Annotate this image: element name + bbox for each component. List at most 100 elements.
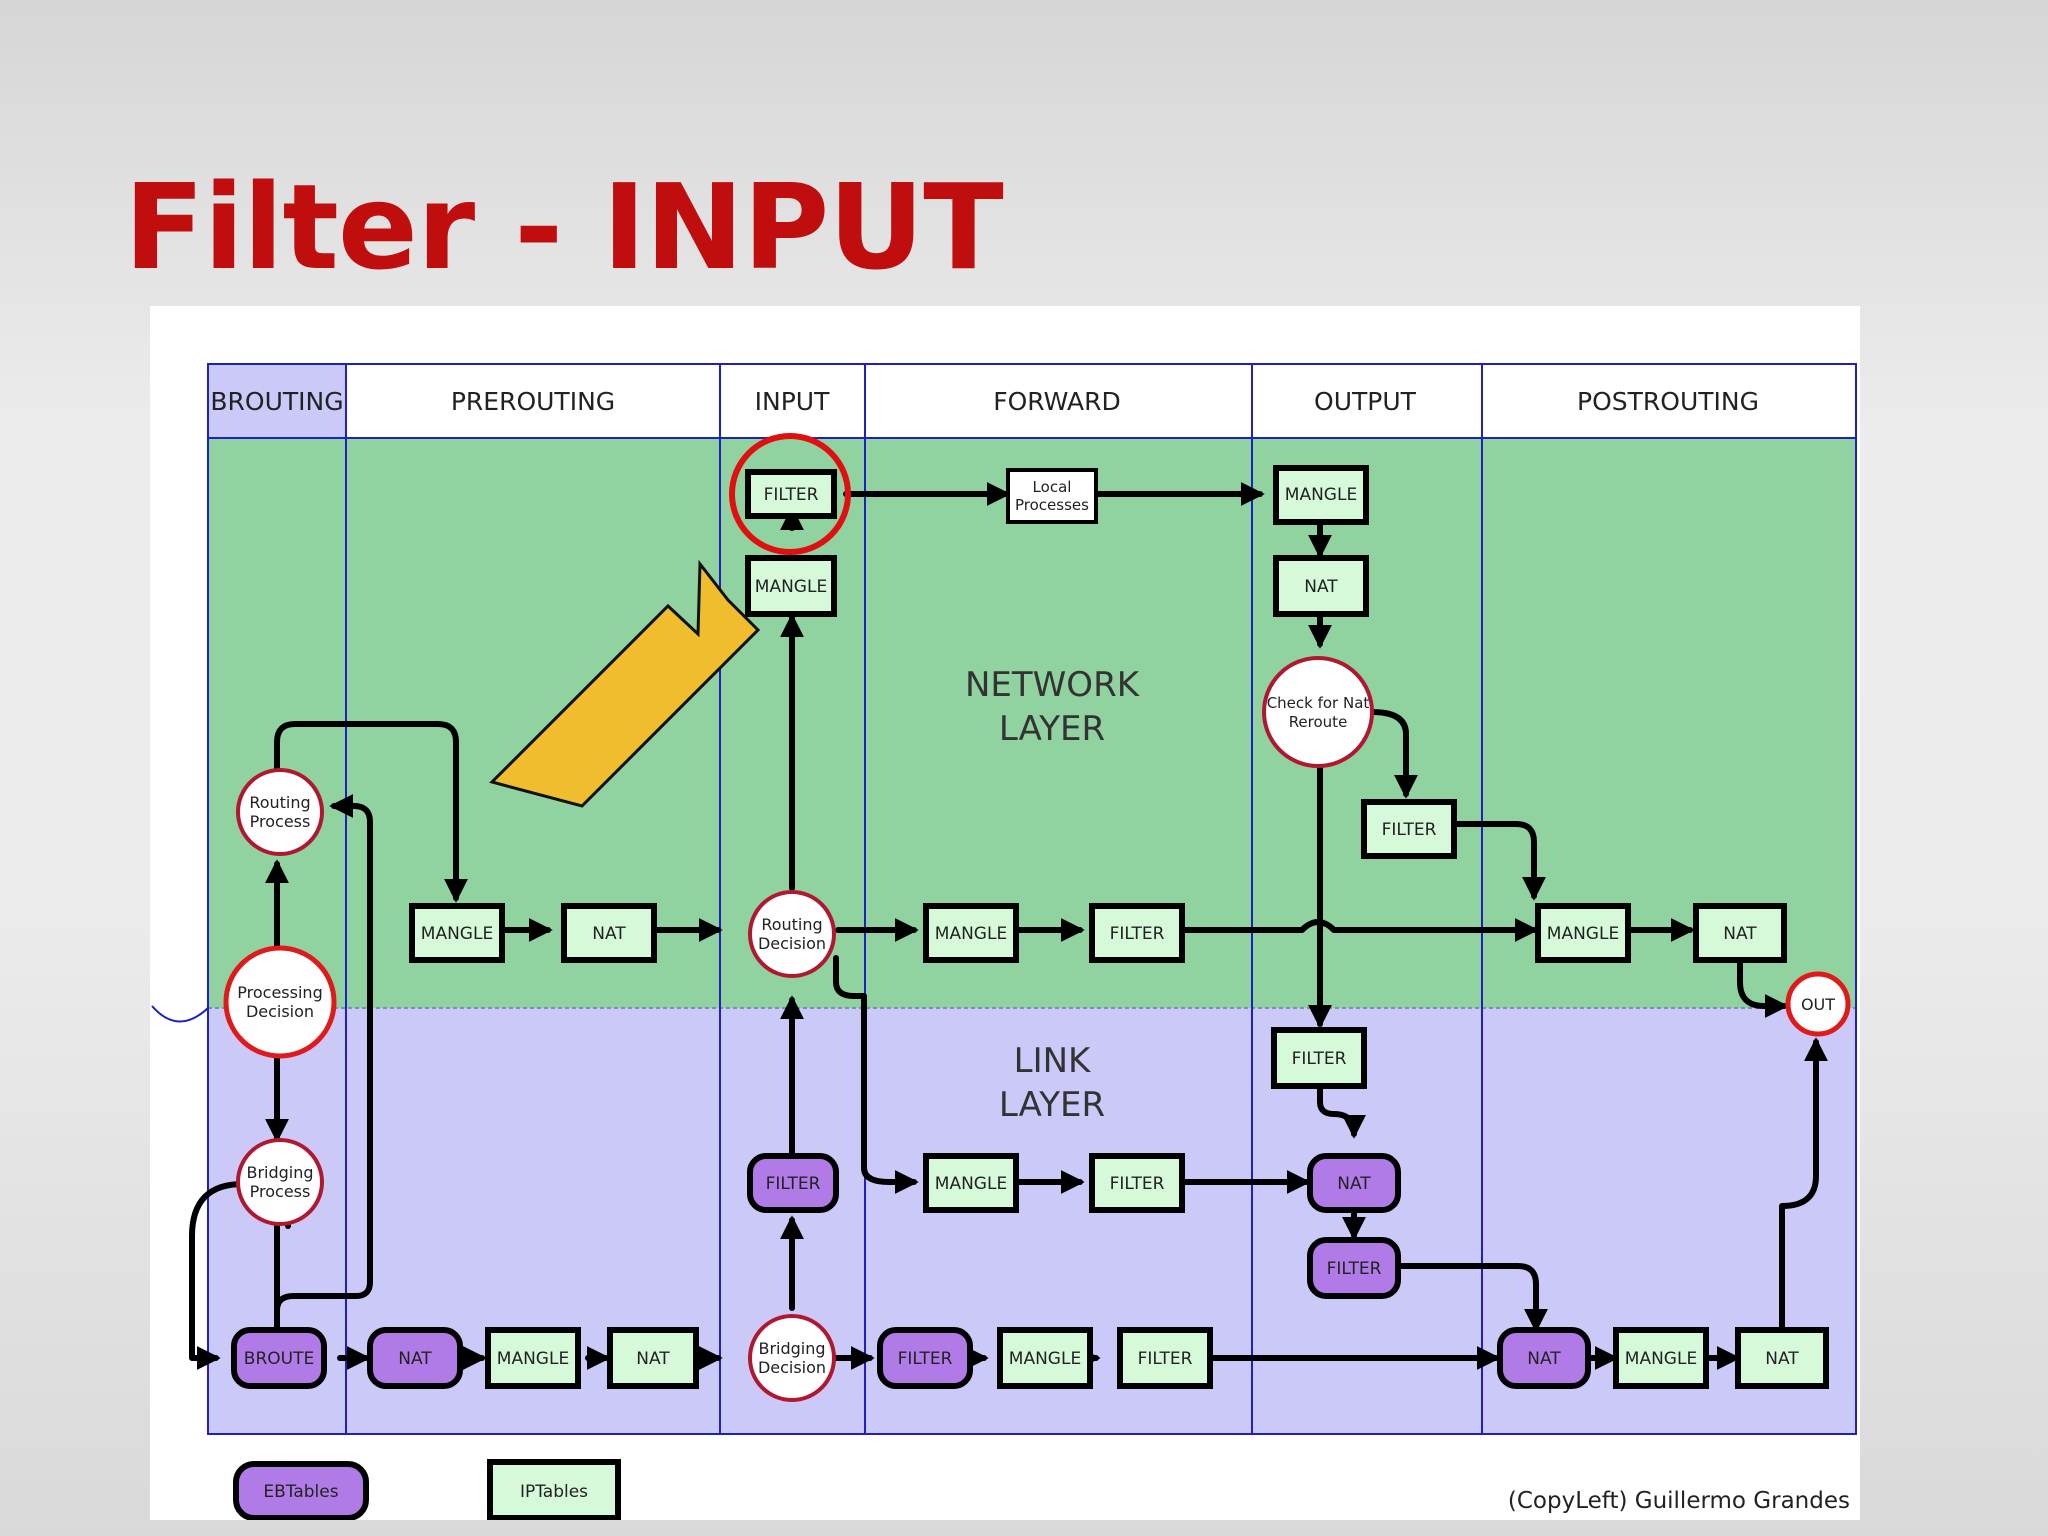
output-filter-box [1361, 799, 1457, 859]
lane-title-forward: FORWARD [993, 387, 1121, 416]
decorative-wave [151, 1005, 209, 1023]
bridging-decision-label-line2: Decision [758, 1358, 826, 1377]
flow-arrow [1449, 821, 1546, 901]
link-forward-filter-box [1089, 1153, 1185, 1213]
link-output-nat-box [1307, 1153, 1401, 1213]
forward-mangle-label: MANGLE [935, 924, 1007, 944]
output-filter-label: FILTER [1382, 820, 1437, 840]
input-filter-label: FILTER [764, 485, 819, 505]
link-layer-label-line1: LINK [1014, 1041, 1092, 1081]
highlight-circle [729, 433, 851, 555]
bridging-process-label-line2: Process [250, 1182, 311, 1201]
out-circle [1785, 971, 1851, 1037]
flow-arrow [274, 794, 373, 1335]
flow-arrow [833, 955, 919, 1194]
postrouting-nat-label: NAT [1723, 924, 1757, 944]
slide-title: Filter - INPUT [124, 158, 1004, 296]
bridging-decision-label-line1: Bridging [758, 1339, 825, 1358]
bridging-decision-circle [748, 1314, 836, 1402]
network-layer-label-line2: LAYER [999, 709, 1105, 749]
link-output-filter-box [1271, 1027, 1367, 1089]
link-pre-nat2-box [607, 1327, 699, 1389]
link-pre-nat2-label: NAT [636, 1349, 670, 1369]
link-layer-label-line2: LAYER [999, 1085, 1105, 1125]
link-fwd-filter-eb-box [877, 1327, 973, 1389]
postrouting-mangle-box [1535, 903, 1631, 963]
forward-filter-label: FILTER [1110, 924, 1165, 944]
link-post-mangle-label: MANGLE [1625, 1349, 1697, 1369]
routing-process-circle [236, 768, 324, 856]
link-pre-mangle-label: MANGLE [497, 1349, 569, 1369]
prerouting-nat-label: NAT [592, 924, 626, 944]
link-pre-nat-label: NAT [398, 1349, 432, 1369]
link-output-nat-label: NAT [1337, 1174, 1371, 1194]
link-output-filter2-box [1307, 1237, 1401, 1299]
legend-iptables-box [487, 1459, 621, 1520]
highlight-arrow [489, 559, 761, 808]
link-post-nat-label: NAT [1765, 1349, 1799, 1369]
check-reroute-label-line1: Check for Nat [1267, 694, 1370, 712]
processing-decision-circle [223, 945, 337, 1059]
input-mangle-label: MANGLE [755, 577, 827, 597]
local-processes-label-line1: Local [1033, 478, 1072, 496]
input-filter-box [745, 469, 837, 519]
link-forward-mangle-label: MANGLE [935, 1174, 1007, 1194]
link-fwd-mangle-label: MANGLE [1009, 1349, 1081, 1369]
flow-arrow [1737, 957, 1789, 1018]
copyleft-credit: (CopyLeft) Guillermo Grandes [1508, 1488, 1850, 1514]
routing-decision-label-line1: Routing [761, 915, 822, 934]
brouting-header-cell [207, 363, 347, 439]
flow-arrow [274, 721, 468, 903]
input-mangle-box [745, 555, 837, 617]
local-processes-label-line2: Processes [1015, 496, 1089, 514]
broute-box [231, 1327, 327, 1389]
forward-filter-box [1089, 903, 1185, 963]
output-nat-label: NAT [1304, 577, 1338, 597]
link-post-mangle-box [1613, 1327, 1709, 1389]
lane-title-postrouting: POSTROUTING [1577, 387, 1759, 416]
output-mangle-label: MANGLE [1285, 485, 1357, 505]
bridging-process-circle [236, 1138, 324, 1226]
link-output-filter2-label: FILTER [1327, 1259, 1382, 1279]
prerouting-mangle-label: MANGLE [421, 924, 493, 944]
flow-arrow [1779, 1037, 1828, 1331]
netfilter-packet-flow-diagram: BROUTING PREROUTING INPUT FORWARD OUTPUT… [150, 306, 1860, 1520]
output-mangle-box [1273, 465, 1369, 525]
prerouting-nat-box [561, 903, 657, 963]
out-label: OUT [1801, 995, 1835, 1014]
legend-ebtables-box [233, 1461, 369, 1520]
flow-arrow [189, 1181, 246, 1370]
link-fwd-filter-eb-label: FILTER [898, 1349, 953, 1369]
network-layer-label-line1: NETWORK [965, 665, 1141, 705]
check-reroute-label-line2: Reroute [1289, 713, 1348, 731]
processing-decision-label-line1: Processing [237, 983, 322, 1002]
flow-arrow [1369, 709, 1418, 799]
link-post-nat-eb-box [1497, 1327, 1591, 1389]
link-pre-nat-box [367, 1327, 463, 1389]
postrouting-mangle-label: MANGLE [1547, 924, 1619, 944]
link-fwd-filter-label: FILTER [1138, 1349, 1193, 1369]
broute-label: BROUTE [244, 1349, 314, 1369]
link-forward-filter-label: FILTER [1110, 1174, 1165, 1194]
flow-arrow [1393, 1263, 1548, 1333]
link-post-nat-box [1735, 1327, 1829, 1389]
output-nat-box [1273, 555, 1369, 617]
routing-process-label-line1: Routing [249, 793, 310, 812]
lane-title-input: INPUT [755, 387, 830, 416]
link-output-filter-label: FILTER [1292, 1049, 1347, 1069]
forward-mangle-box [923, 903, 1019, 963]
link-input-filter-label: FILTER [766, 1174, 821, 1194]
legend-iptables-label: IPTables [520, 1482, 588, 1502]
lanes-frame [207, 363, 1857, 1435]
check-reroute-circle [1262, 656, 1374, 768]
flow-arrow [1317, 1081, 1366, 1139]
lane-title-prerouting: PREROUTING [451, 387, 615, 416]
routing-decision-circle [748, 890, 836, 978]
routing-process-label-line2: Process [250, 812, 311, 831]
link-fwd-mangle-box [997, 1327, 1093, 1389]
link-post-nat-eb-label: NAT [1527, 1349, 1561, 1369]
bridging-process-label-line1: Bridging [246, 1163, 313, 1182]
link-input-filter-box [747, 1153, 839, 1213]
local-processes-box [1006, 468, 1098, 524]
lane-title-output: OUTPUT [1314, 387, 1417, 416]
